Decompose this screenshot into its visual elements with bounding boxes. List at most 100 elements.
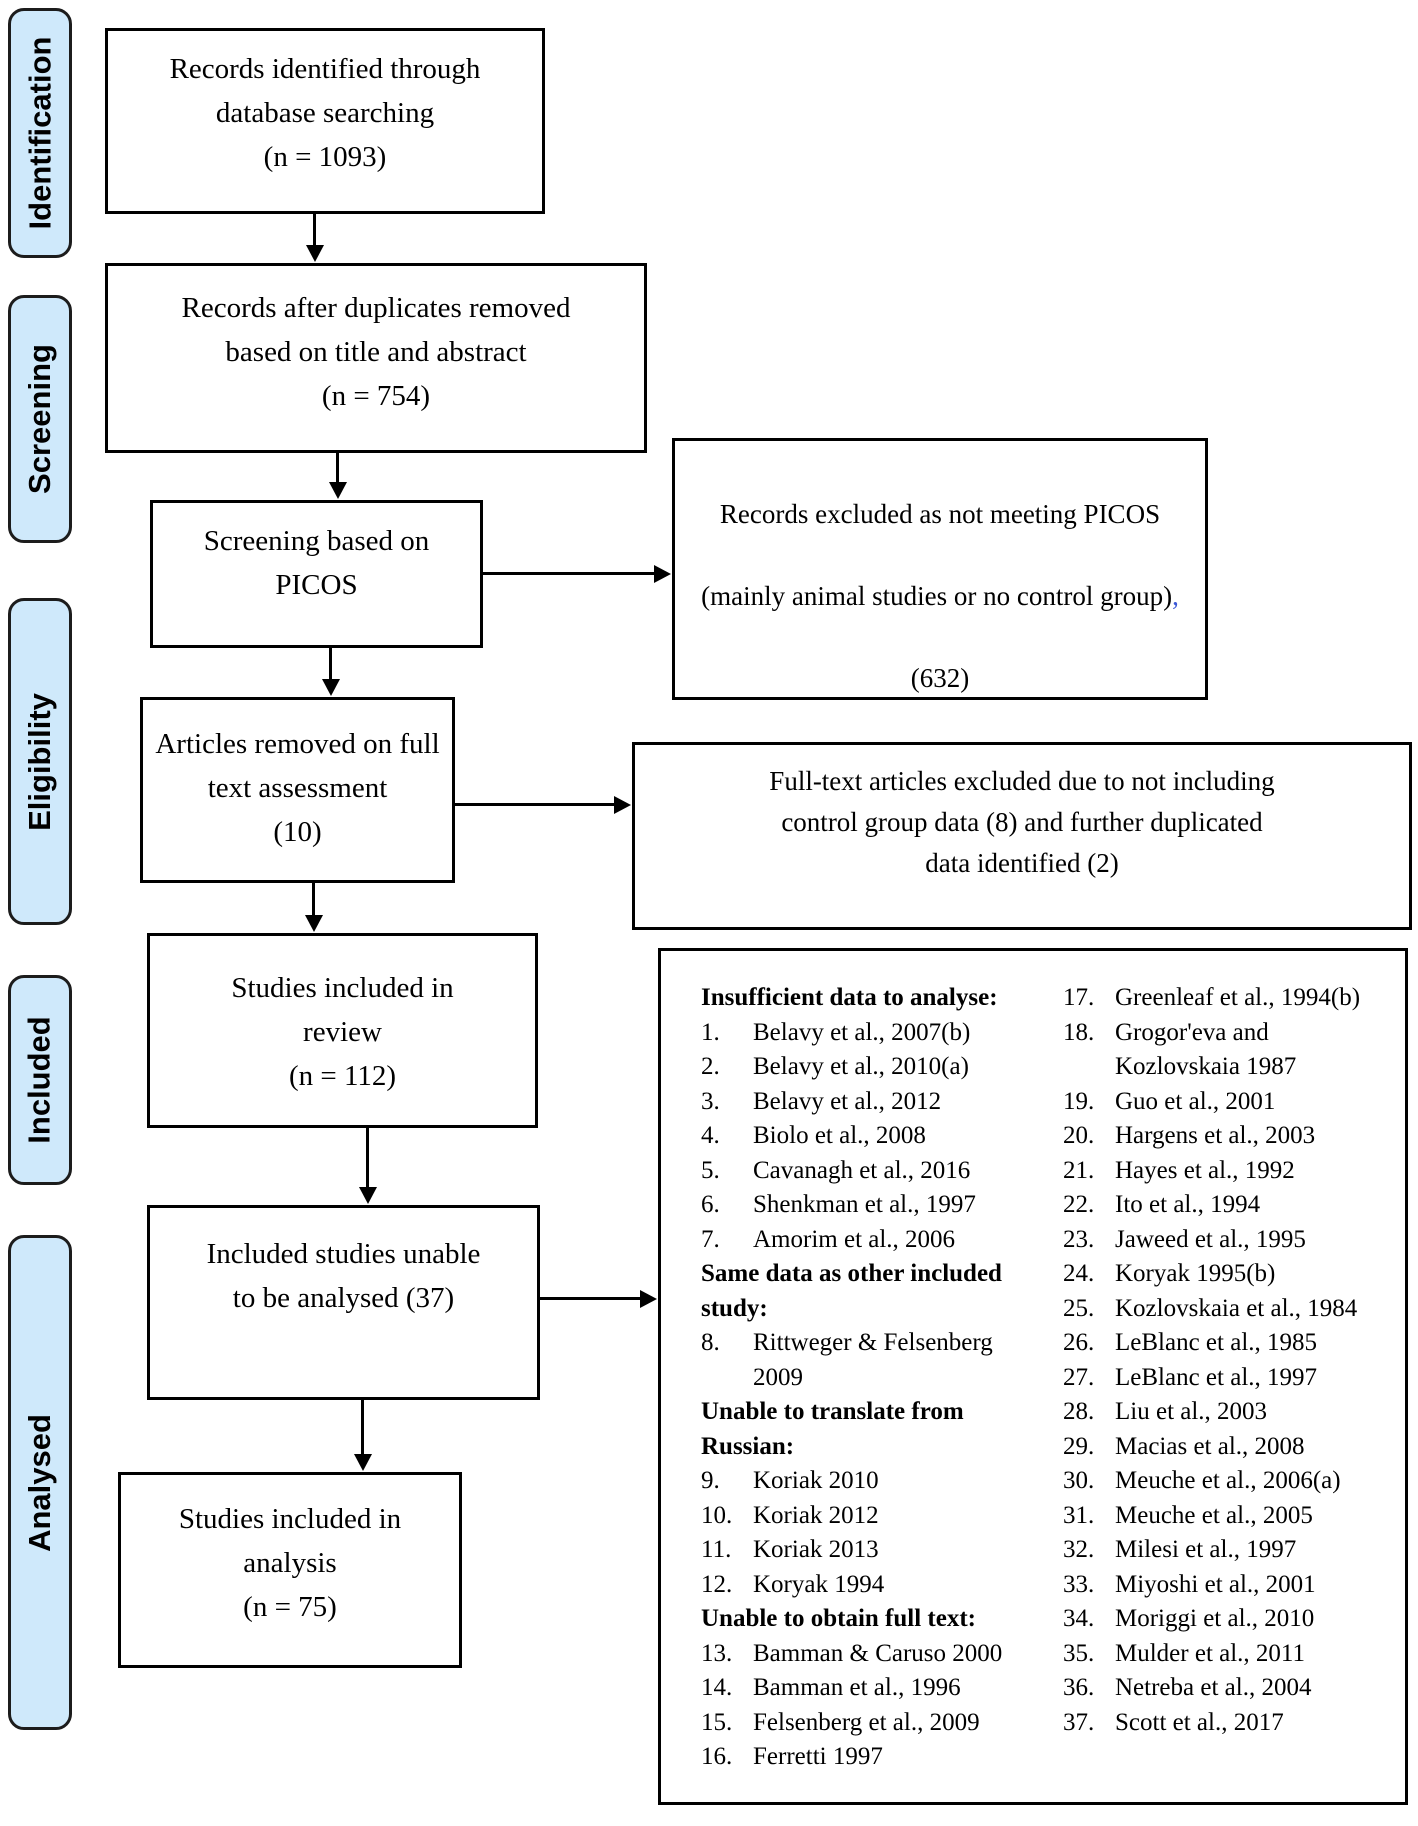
list-item: 27.LeBlanc et al., 1997 <box>1063 1361 1411 1396</box>
list-item-number: 3. <box>701 1087 720 1115</box>
stage-label: Identification <box>22 36 58 230</box>
list-right-column: 17.Greenleaf et al., 1994(b)18.Grogor'ev… <box>1063 981 1411 1775</box>
box-included-unable-analysed: Included studies unable to be analysed (… <box>147 1205 540 1400</box>
stage-included: Included <box>8 975 72 1185</box>
stage-label: Analysed <box>22 1413 57 1552</box>
list-item-text: LeBlanc et al., 1997 <box>1115 1363 1318 1391</box>
list-item-number: 22. <box>1063 1191 1095 1218</box>
list-item: 17.Greenleaf et al., 1994(b) <box>1063 981 1411 1016</box>
list-item-number: 1. <box>701 1018 720 1046</box>
list-item-number: 37. <box>1063 1708 1095 1736</box>
list-item-number: 20. <box>1063 1122 1095 1149</box>
list-item-number: 33. <box>1063 1570 1095 1598</box>
list-item: 9.Koriak 2010 <box>701 1464 1031 1499</box>
list-item: 34. Moriggi et al., 2010 <box>1063 1602 1411 1637</box>
list-item-number: 35. <box>1063 1639 1095 1667</box>
list-item-number: 31. <box>1063 1501 1095 1529</box>
list-item-number: 26. <box>1063 1329 1095 1356</box>
stage-analysed: Analysed <box>8 1235 72 1730</box>
list-item-text: Koriak 2012 <box>753 1501 879 1529</box>
list-item-text: Moriggi et al., 2010 <box>1115 1605 1315 1632</box>
list-item: 23.Jaweed et al., 1995 <box>1063 1223 1411 1258</box>
list-group-header: Unable to obtain full text: <box>701 1605 976 1632</box>
list-item-text: Shenkman et al., 1997 <box>753 1191 976 1218</box>
list-item: 10. Koriak 2012 <box>701 1499 1031 1534</box>
list-item: 11. Koriak 2013 <box>701 1533 1031 1568</box>
list-item: 33. Miyoshi et al., 2001 <box>1063 1568 1411 1603</box>
list-item: 20.Hargens et al., 2003 <box>1063 1119 1411 1154</box>
list-item-text: Bamman et al., 1996 <box>753 1674 961 1701</box>
list-item: 22. Ito et al., 1994 <box>1063 1188 1411 1223</box>
list-columns: Insufficient data to analyse:1.Belavy et… <box>661 951 1405 1775</box>
list-item-text: Felsenberg et al., 2009 <box>753 1708 980 1736</box>
list-item-text: Belavy et al., 2010(a) <box>753 1053 969 1080</box>
list-item-text: Mulder et al., 2011 <box>1115 1639 1306 1667</box>
list-item-number: 17. <box>1063 984 1095 1011</box>
list-item-number: 28. <box>1063 1398 1095 1425</box>
list-item: 25.Kozlovskaia et al., 1984 <box>1063 1292 1411 1327</box>
list-item-text: Belavy et al., 2012 <box>753 1087 942 1115</box>
list-item: 16.Ferretti 1997 <box>701 1740 1031 1775</box>
box-records-excluded: Records excluded as not meeting PICOS (m… <box>672 438 1208 700</box>
box-articles-removed: Articles removed on full text assessment… <box>140 697 455 883</box>
list-item-number: 34. <box>1063 1605 1095 1632</box>
list-item-text: LeBlanc et al., 1985 <box>1115 1329 1318 1356</box>
list-item-number: 14. <box>701 1674 733 1701</box>
stage-screening: Screening <box>8 295 72 543</box>
list-item-text: Koryak 1994 <box>753 1570 885 1598</box>
list-item-number: 29. <box>1063 1432 1095 1460</box>
records-excluded-line: Records excluded as not meeting PICOS <box>719 499 1161 529</box>
list-item-text: Bamman & Caruso 2000 <box>753 1639 1003 1667</box>
list-item-text: Hayes et al., 1992 <box>1115 1156 1295 1184</box>
list-item-text: Miyoshi et al., 2001 <box>1115 1570 1316 1598</box>
records-excluded-line: (632) <box>910 663 970 693</box>
arrow-identified-to-duplicates <box>313 214 316 245</box>
list-item-text: Meuche et al., 2005 <box>1115 1501 1313 1529</box>
list-item-text: Koryak 1995(b) <box>1115 1260 1276 1287</box>
list-item: 31. Meuche et al., 2005 <box>1063 1499 1411 1534</box>
list-item-number: 12. <box>701 1570 733 1598</box>
list-item: 19.Guo et al., 2001 <box>1063 1085 1411 1120</box>
list-group-header: Unable to translate from Russian: <box>701 1398 964 1460</box>
box-studies-included-review: Studies included in review (n = 112) <box>147 933 538 1128</box>
arrow-assessment-to-review <box>312 883 315 915</box>
stage-label: Eligibility <box>22 692 58 831</box>
list-item: 7.Amorim et al., 2006 <box>701 1223 1031 1258</box>
list-item-text: Belavy et al., 2007(b) <box>753 1018 971 1046</box>
list-item-text: Scott et al., 2017 <box>1115 1708 1284 1736</box>
list-item-text: Amorim et al., 2006 <box>753 1225 956 1253</box>
list-item: 28. Liu et al., 2003 <box>1063 1395 1411 1430</box>
arrow-unable-analysed-to-analysis <box>361 1400 364 1454</box>
list-item-number: 18. <box>1063 1018 1095 1046</box>
list-item-number: 8. <box>701 1329 720 1356</box>
box-studies-included-analysis: Studies included in analysis (n = 75) <box>118 1472 462 1668</box>
arrow-assessment-to-fulltext-excluded <box>455 803 614 806</box>
arrow-duplicates-to-screening <box>336 453 339 482</box>
arrow-unable-analysed-to-list <box>540 1297 640 1300</box>
list-item-text: Jaweed et al., 1995 <box>1115 1225 1306 1253</box>
box-screening-picos: Screening based on PICOS <box>150 500 483 648</box>
arrow-screening-to-excluded <box>483 572 654 575</box>
list-item-text: Ito et al., 1994 <box>1115 1191 1261 1218</box>
list-item-text: Koriak 2013 <box>753 1536 879 1563</box>
list-item: 26. LeBlanc et al., 1985 <box>1063 1326 1411 1361</box>
list-item-text: Ferretti 1997 <box>753 1743 883 1770</box>
annotation-mark: , <box>1172 581 1179 611</box>
list-item-number: 36. <box>1063 1674 1095 1701</box>
list-item-number: 21. <box>1063 1156 1095 1184</box>
box-records-identified: Records identified through database sear… <box>105 28 545 214</box>
list-item-number: 24. <box>1063 1260 1095 1287</box>
list-item: 35. Mulder et al., 2011 <box>1063 1637 1411 1672</box>
list-item-number: 9. <box>701 1467 720 1494</box>
list-item-text: Liu et al., 2003 <box>1115 1398 1268 1425</box>
list-item-number: 11. <box>701 1536 732 1563</box>
list-item: 2.Belavy et al., 2010(a) <box>701 1050 1031 1085</box>
list-item-number: 25. <box>1063 1294 1095 1322</box>
list-item-number: 10. <box>701 1501 733 1529</box>
list-item: 14. Bamman et al., 1996 <box>701 1671 1031 1706</box>
arrow-screening-to-fulltext-assessment <box>329 648 332 679</box>
list-group-header: Same data as other included study: <box>701 1260 1002 1322</box>
list-item-number: 6. <box>701 1191 720 1218</box>
list-item-text: Cavanagh et al., 2016 <box>753 1156 971 1184</box>
